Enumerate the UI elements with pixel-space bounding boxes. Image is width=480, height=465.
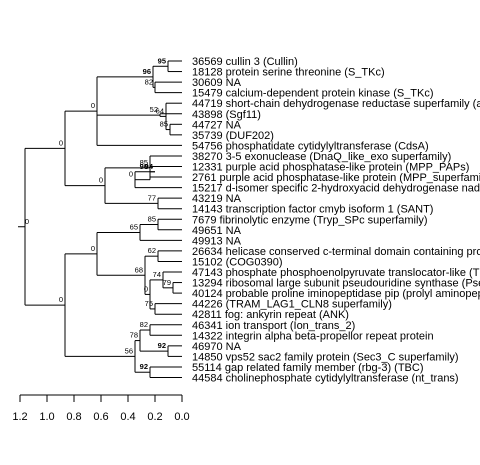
support-value: 74 [153, 270, 161, 279]
support-value: 0 [91, 101, 95, 110]
support-value: 0 [91, 244, 95, 253]
leaf-label: 15217 d-isomer specific 2-hydroxyacid de… [192, 183, 480, 195]
leaf-label: 15102 (COG0390) [192, 256, 283, 268]
support-value: 82 [140, 320, 148, 329]
support-value: 0 [129, 170, 133, 179]
leaf-label: 49651 NA [192, 225, 242, 237]
leaf-label: 49913 NA [192, 235, 242, 247]
axis-tick-label: 0.4 [120, 411, 135, 423]
support-value-root: 0 [25, 217, 29, 226]
tree-branches [18, 60, 182, 378]
distance-axis: 1.2 1.0 0.8 0.6 0.4 0.2 0.0 [12, 394, 190, 423]
support-value: 0 [59, 295, 63, 304]
support-value: 65 [130, 222, 138, 231]
axis-tick-label: 1.2 [12, 411, 27, 423]
leaf-label: 46341 ion transport (Ion_trans_2) [192, 320, 355, 332]
leaf-label: 14322 integrin alpha beta-propellor repe… [192, 330, 434, 342]
support-value: 64 [156, 106, 164, 115]
leaf-label: 12331 purple acid phosphatase-like prote… [192, 162, 469, 174]
support-value: 62 [148, 246, 156, 255]
leaf-label: 44719 short-chain dehydrogenase reductas… [192, 98, 480, 110]
support-value: 96 [143, 67, 151, 76]
support-value: 90 [140, 162, 148, 171]
support-value: 92 [158, 341, 166, 350]
leaf-label: 13294 ribosomal large subunit pseudourid… [192, 278, 480, 290]
leaf-label: 43219 NA [192, 193, 242, 205]
leaf-label: 15479 calcium-dependent protein kinase (… [192, 88, 434, 100]
leaf-label: 36569 cullin 3 (Cullin) [192, 56, 298, 68]
support-value: 95 [158, 56, 166, 65]
support-value: 68 [135, 265, 143, 274]
support-value: 0 [59, 138, 63, 147]
support-value: 75 [145, 299, 153, 308]
leaf-label: 30609 NA [192, 77, 242, 89]
leaf-labels: 36569 cullin 3 (Cullin)18128 protein ser… [192, 56, 480, 385]
support-values: 9582968564520909408577008565627974750680… [25, 56, 171, 371]
support-value: 94 [145, 162, 154, 171]
leaf-label: 14143 transcription factor cmyb isoform … [192, 204, 433, 216]
leaf-label: 38270 3-5 exonuclease (DnaQ_like_exo sup… [192, 151, 451, 163]
support-value: 92 [140, 362, 148, 371]
leaf-label: 35739 (DUF202) [192, 130, 274, 142]
leaf-label: 26634 helicase conserved c-terminal doma… [192, 246, 480, 258]
leaf-label: 54756 phosphatidate cytidylyltransferase… [192, 140, 429, 152]
axis-tick-label: 0.6 [93, 411, 108, 423]
support-value: 0 [99, 176, 103, 185]
support-value: 77 [148, 193, 156, 202]
leaf-label: 7679 fibrinolytic enzyme (Tryp_SPc super… [192, 214, 428, 226]
support-value: 52 [150, 105, 158, 114]
leaf-label: 44727 NA [192, 119, 242, 131]
support-value: 85 [148, 215, 156, 224]
leaf-label: 42811 fog: ankyrin repeat (ANK) [192, 309, 349, 321]
leaf-label: 46970 NA [192, 341, 242, 353]
support-value: 56 [125, 346, 133, 355]
axis-tick-label: 1.0 [39, 411, 54, 423]
leaf-label: 44226 (TRAM_LAG1_CLN8 superfamily) [192, 299, 392, 311]
leaf-label: 18128 protein serine threonine (S_TKc) [192, 67, 385, 79]
leaf-label: 43898 (Sgf11) [192, 109, 261, 121]
axis-tick-label: 0.0 [174, 411, 189, 423]
support-value: 85 [140, 158, 148, 167]
support-value: 78 [130, 331, 138, 340]
leaf-label: 14850 vps52 sac2 family protein (Sec3_C … [192, 351, 459, 363]
axis-tick-label: 0.2 [147, 411, 162, 423]
support-value: 79 [163, 278, 171, 287]
leaf-label: 40124 probable proline iminopeptidase pi… [192, 288, 480, 300]
leaf-label: 2761 purple acid phosphatase-like protei… [192, 172, 480, 184]
leaf-label: 47143 phosphate phosphoenolpyruvate tran… [192, 267, 480, 279]
support-value: 82 [145, 77, 153, 86]
support-value: 85 [160, 120, 168, 129]
leaf-label: 44584 cholinephosphate cytidylyltransfer… [192, 373, 459, 385]
support-value: 0 [144, 284, 148, 293]
leaf-label: 55114 gap related family member (rbg-3) … [192, 362, 424, 374]
axis-tick-label: 0.8 [66, 411, 81, 423]
